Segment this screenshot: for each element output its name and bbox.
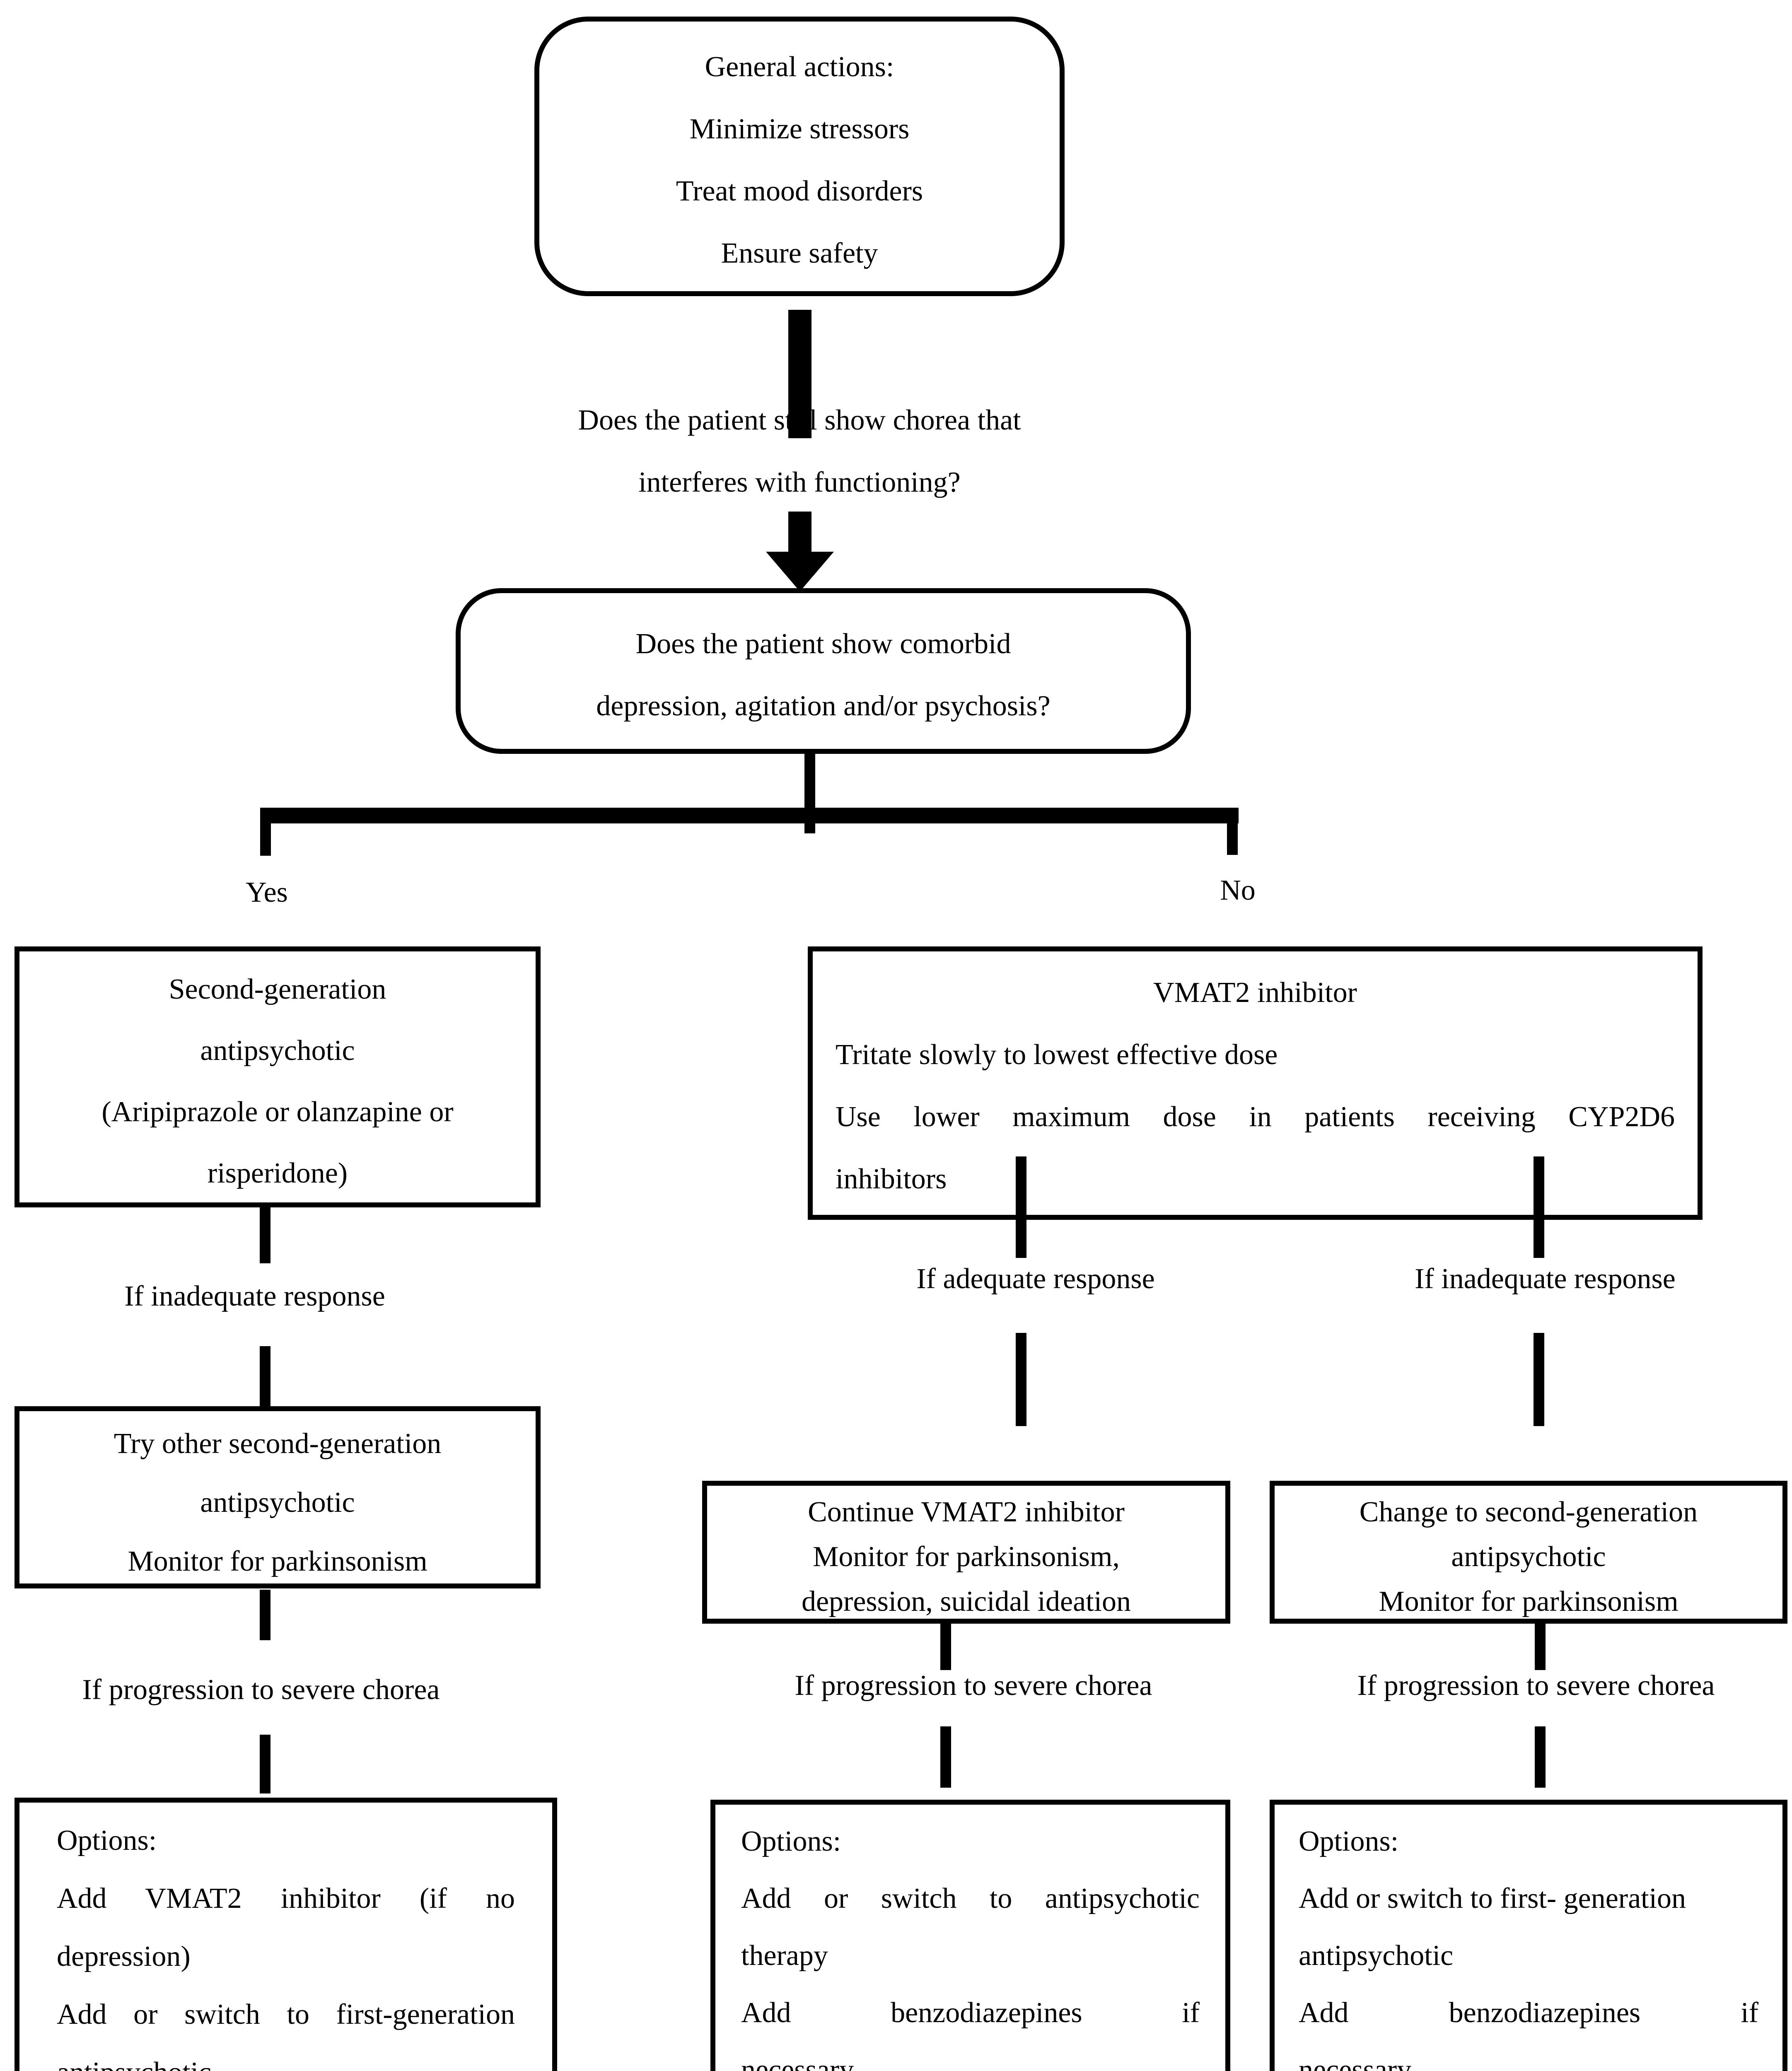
- edge-label-progression-left: If progression to severe chorea: [82, 1674, 440, 1706]
- text-line: Options:: [741, 1825, 841, 1857]
- text-line: Treat mood disorders: [676, 175, 923, 207]
- text-line: antipsychotic: [1451, 1541, 1606, 1573]
- text-line: antipsychotic: [200, 1487, 355, 1518]
- node-vmat2-inhibitor: VMAT2 inhibitor Tritate slowly to lowest…: [808, 946, 1703, 1220]
- edge-label-progression-right: If progression to severe chorea: [1357, 1670, 1715, 1702]
- text-line: Try other second-generation: [114, 1428, 442, 1460]
- text-line: VMAT2 inhibitor: [1153, 977, 1357, 1009]
- text-line: depression, agitation and/or psychosis?: [596, 690, 1051, 722]
- text-line: Add benzodiazepines if: [741, 1997, 1200, 2029]
- node-options-right: Options: Add or switch to first- generat…: [1270, 1800, 1787, 2071]
- connector-vertical: [260, 823, 271, 856]
- text-line: depression, suicidal ideation: [801, 1586, 1131, 1617]
- connector-vertical: [1016, 1156, 1026, 1258]
- text-line: Add VMAT2 inhibitor (if no: [57, 1883, 515, 1914]
- connector-horizontal: [260, 808, 1239, 823]
- text-line: Does the patient still show chorea that: [578, 404, 1021, 436]
- node-second-generation-antipsychotic: Second-generation antipsychotic (Aripipr…: [14, 946, 541, 1207]
- node-continue-vmat2: Continue VMAT2 inhibitor Monitor for par…: [702, 1481, 1230, 1624]
- text-line: necessary: [1299, 2054, 1412, 2071]
- text-line: risperidone): [207, 1157, 348, 1189]
- text-line: Add or switch to first- generation: [1299, 1883, 1686, 1914]
- text-line: Monitor for parkinsonism,: [813, 1541, 1120, 1573]
- text-line: Add or switch to antipsychotic: [741, 1883, 1200, 1914]
- connector-vertical: [1535, 1624, 1546, 1670]
- text-line: inhibitors: [836, 1163, 947, 1195]
- text-line: antipsychotic: [200, 1035, 355, 1067]
- question-chorea: Does the patient still show chorea that …: [447, 389, 1152, 514]
- text-line: necessary: [741, 2054, 854, 2071]
- node-options-middle: Options: Add or switch to antipsychotic …: [710, 1800, 1230, 2071]
- connector-vertical: [260, 1590, 270, 1640]
- text-line: Monitor for parkinsonism: [128, 1545, 427, 1577]
- connector-vertical: [1016, 1333, 1026, 1426]
- connector-vertical: [1534, 1333, 1544, 1426]
- connector-vertical: [260, 1346, 270, 1406]
- text-line: Change to second-generation: [1359, 1496, 1698, 1528]
- connector-vertical: [940, 1726, 951, 1788]
- edge-label-yes: Yes: [246, 876, 288, 908]
- text-line: depression): [57, 1941, 191, 1972]
- text-line: General actions:: [705, 51, 894, 83]
- node-options-left: Options: Add VMAT2 inhibitor (if no depr…: [14, 1798, 557, 2071]
- text-line: therapy: [741, 1940, 828, 1972]
- text-line: Use lower maximum dose in patients recei…: [836, 1101, 1675, 1133]
- edge-label-no: No: [1220, 874, 1256, 906]
- text-line: Tritate slowly to lowest effective dose: [836, 1039, 1278, 1071]
- text-line: antipsychotic: [57, 2044, 515, 2071]
- text-line: Minimize stressors: [689, 113, 910, 145]
- node-question-comorbid: Does the patient show comorbid depressio…: [456, 588, 1191, 754]
- node-change-to-sga: Change to second-generation antipsychoti…: [1270, 1481, 1787, 1624]
- connector-vertical: [260, 1207, 270, 1263]
- connector-vertical: [1535, 1726, 1546, 1788]
- text-line: Options:: [57, 1825, 157, 1856]
- text-line: Add benzodiazepines if: [1299, 1997, 1758, 2029]
- connector-vertical: [1227, 823, 1238, 855]
- text-line: (Aripiprazole or olanzapine or: [101, 1096, 454, 1128]
- text-line: Does the patient show comorbid: [635, 628, 1011, 660]
- connector-vertical: [940, 1624, 951, 1670]
- text-line: Ensure safety: [721, 237, 878, 269]
- edge-label-if-inadequate-response-right: If inadequate response: [1415, 1263, 1676, 1295]
- text-line: Second-generation: [169, 973, 386, 1005]
- text-line: Continue VMAT2 inhibitor: [808, 1496, 1125, 1528]
- text-line: interferes with functioning?: [638, 466, 961, 498]
- connector-vertical: [1534, 1156, 1544, 1258]
- text-line: Add or switch to first-generation: [57, 1999, 515, 2030]
- connector-vertical: [260, 1735, 270, 1793]
- edge-label-if-inadequate-response-left: If inadequate response: [124, 1280, 385, 1312]
- text-line: antipsychotic: [1299, 1940, 1454, 1972]
- edge-label-if-adequate-response: If adequate response: [916, 1263, 1155, 1295]
- flow-bar-connector: [788, 310, 811, 438]
- edge-label-progression-middle: If progression to severe chorea: [795, 1670, 1152, 1702]
- text-line: Monitor for parkinsonism: [1379, 1586, 1678, 1617]
- node-try-other-sga: Try other second-generation antipsychoti…: [14, 1406, 541, 1588]
- node-general-actions: General actions: Minimize stressors Trea…: [534, 17, 1065, 296]
- text-line: Options:: [1299, 1825, 1399, 1857]
